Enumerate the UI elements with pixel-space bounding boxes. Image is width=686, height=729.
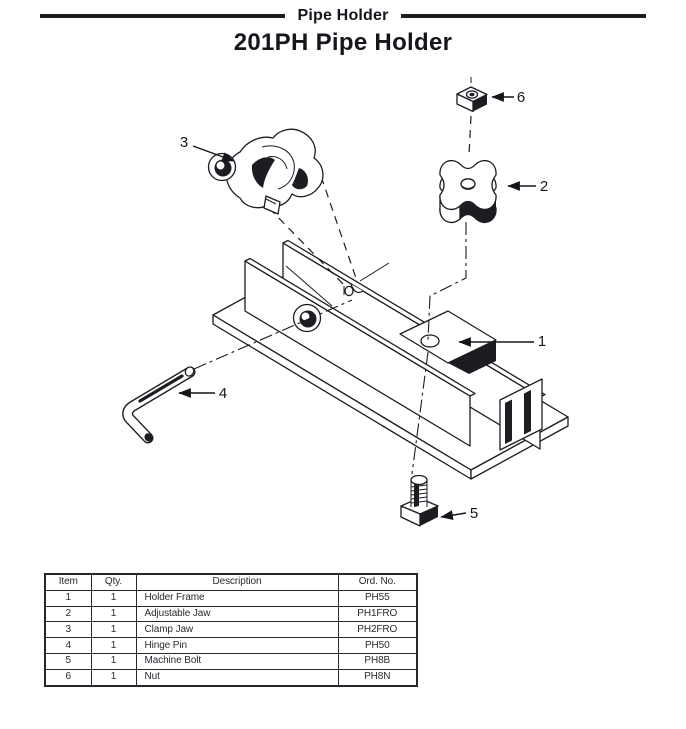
- col-header-ord-no: Ord. No.: [337, 573, 418, 591]
- header-rule-left: [40, 14, 286, 18]
- cell-qty: 1: [90, 668, 137, 687]
- nut-drawing: [456, 86, 488, 113]
- assembly-centerlines: [193, 77, 472, 475]
- table-row: 3 1 Clamp Jaw PH2FRO: [44, 621, 418, 639]
- table-row: 4 1 Hinge Pin PH50: [44, 637, 418, 654]
- cell-description: Nut: [135, 668, 339, 687]
- cell-item: 1: [44, 589, 92, 607]
- machine-bolt-drawing: [400, 474, 439, 527]
- cell-item: 2: [44, 605, 92, 623]
- header-rule-right: [400, 14, 647, 18]
- table-row: 6 1 Nut PH8N: [44, 668, 418, 687]
- page-title: 201PH Pipe Holder: [233, 29, 453, 56]
- table-row: 1 1 Holder Frame PH55: [44, 589, 418, 607]
- table-row: 5 1 Machine Bolt PH8B: [44, 652, 418, 670]
- callout-number-3: 3: [180, 134, 188, 151]
- cell-description: Hinge Pin: [135, 637, 339, 654]
- holder-frame-drawing: [212, 239, 569, 480]
- cell-ord-no: PH8N: [337, 668, 418, 687]
- section-header: Pipe Holder: [40, 6, 647, 26]
- cell-item: 5: [44, 652, 92, 670]
- cell-description: Adjustable Jaw: [135, 605, 339, 623]
- cell-ord-no: PH8B: [337, 652, 418, 670]
- cell-qty: 1: [90, 605, 137, 623]
- cell-qty: 1: [90, 621, 137, 639]
- clamp-jaw-drawing: [207, 128, 324, 215]
- table-header-row: Item Qty. Description Ord. No.: [44, 573, 418, 591]
- parts-table: Item Qty. Description Ord. No. 1 1 Holde…: [44, 573, 418, 687]
- callout-number-5: 5: [470, 505, 478, 522]
- callout-number-2: 2: [540, 178, 548, 195]
- cell-qty: 1: [90, 589, 137, 607]
- cell-ord-no: PH50: [337, 637, 418, 654]
- cell-ord-no: PH55: [337, 589, 418, 607]
- table-row: 2 1 Adjustable Jaw PH1FRO: [44, 605, 418, 623]
- cell-description: Clamp Jaw: [135, 621, 339, 639]
- cell-ord-no: PH2FRO: [337, 621, 418, 639]
- cell-item: 4: [44, 637, 92, 654]
- cell-item: 3: [44, 621, 92, 639]
- col-header-qty: Qty.: [90, 573, 137, 591]
- cell-qty: 1: [90, 652, 137, 670]
- cell-description: Holder Frame: [135, 589, 339, 607]
- adjustable-jaw-drawing: [439, 160, 497, 223]
- cell-ord-no: PH1FRO: [337, 605, 418, 623]
- callout-number-4: 4: [219, 385, 227, 402]
- cell-description: Machine Bolt: [135, 652, 339, 670]
- section-label: Pipe Holder: [297, 7, 389, 24]
- col-header-item: Item: [44, 573, 92, 591]
- callout-leaders: [178, 92, 536, 520]
- col-header-description: Description: [135, 573, 339, 591]
- callout-number-1: 1: [538, 333, 546, 350]
- cell-item: 6: [44, 668, 92, 687]
- callout-number-6: 6: [517, 89, 525, 106]
- hinge-pin-drawing: [122, 366, 196, 444]
- cell-qty: 1: [90, 637, 137, 654]
